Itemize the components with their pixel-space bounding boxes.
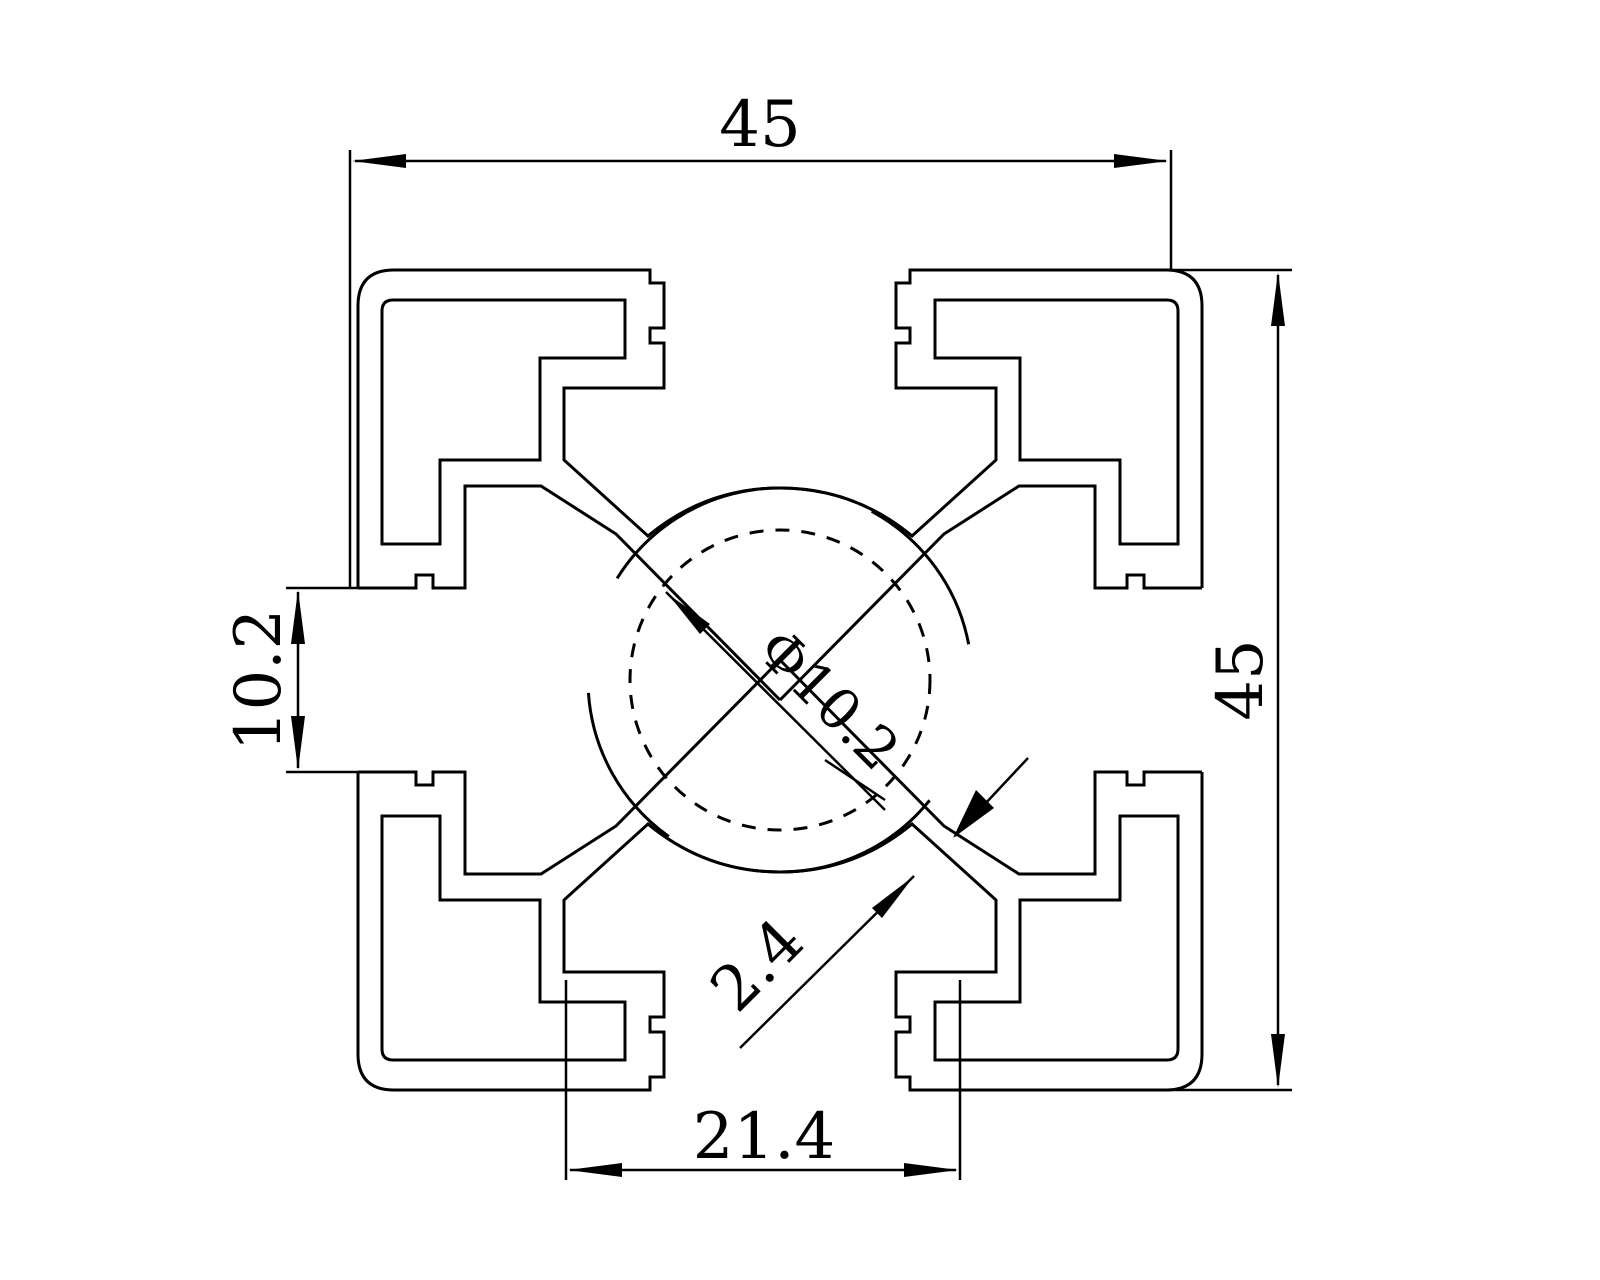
arrowhead [953, 790, 994, 838]
dimension-label-slot-opening: 10.2 [222, 609, 296, 752]
dimension-core-width: 21.4 [564, 980, 962, 1180]
dimension-label-web-thickness: 2.4 [696, 904, 817, 1025]
arrowhead [352, 154, 406, 168]
profile-drawing [356, 268, 1204, 1092]
arrowhead [291, 590, 305, 644]
dimension-label-center-bore: Φ10.2 [745, 617, 912, 784]
dimension-top-width: 45 [348, 88, 1173, 588]
arrowhead [1271, 272, 1285, 326]
dimension-label-core-width: 21.4 [693, 1100, 836, 1174]
dimension-label-top-width: 45 [719, 88, 800, 162]
arrowhead [872, 876, 914, 918]
arrowhead [568, 1163, 622, 1177]
dimension-web-thickness: 2.4 [696, 757, 1029, 1049]
center-bore-inner-circle [628, 528, 932, 832]
dimension-slot-opening: 10.2 [222, 586, 358, 774]
arrowhead [904, 1163, 958, 1177]
arrowhead [1271, 1034, 1285, 1088]
dimension-label-right-height: 45 [1204, 639, 1278, 720]
dimension-right-height: 45 [1110, 268, 1292, 1092]
arrowhead [291, 716, 305, 770]
arrowhead [668, 594, 710, 634]
dimension-center-bore: Φ10.2 [665, 591, 912, 811]
arrowhead [1114, 154, 1168, 168]
